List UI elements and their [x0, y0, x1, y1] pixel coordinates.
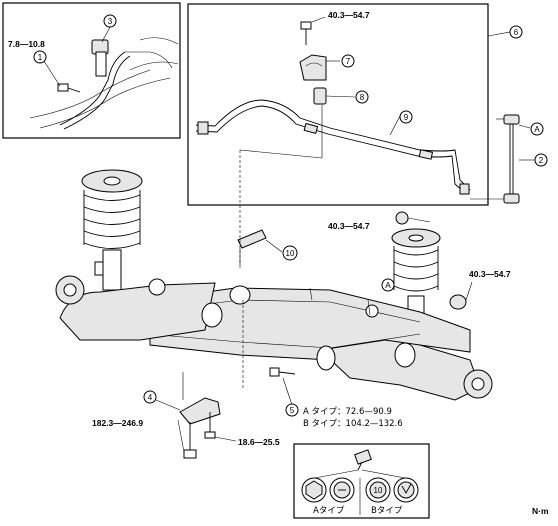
torque-label-bracket-bolt: 40.3—54.7 — [328, 10, 370, 20]
a-type-label: Aタイプ — [313, 506, 345, 516]
svg-text:10: 10 — [374, 486, 383, 495]
a-type-head-dash — [329, 477, 355, 503]
crossmember-bolt-5 — [269, 367, 296, 406]
svg-text:7: 7 — [346, 57, 351, 66]
bracket-4 — [155, 397, 237, 459]
svg-text:A: A — [385, 281, 391, 290]
callout-10: 10 — [282, 245, 298, 261]
svg-text:1: 1 — [38, 53, 43, 62]
torque-label-hose-bolt: 7.8—10.8 — [8, 39, 45, 49]
svg-text:9: 9 — [404, 113, 409, 122]
bolt-spec-a: A タイプ：72.6—90.9 — [303, 407, 392, 417]
callout-2: 2 — [534, 153, 548, 167]
callout-3: 3 — [103, 14, 117, 28]
torque-label-bracket-short-bolt: 18.6—25.5 — [238, 437, 280, 447]
connector-a-lower: A — [381, 278, 395, 292]
svg-text:2: 2 — [539, 156, 544, 165]
callout-5: 5 — [285, 403, 299, 417]
svg-text:8: 8 — [360, 93, 365, 102]
torque-label-strut-nut: 40.3—54.7 — [469, 269, 511, 279]
svg-text:4: 4 — [148, 393, 153, 402]
callout-9: 9 — [399, 110, 413, 124]
link-nut — [395, 211, 431, 225]
torque-label-bracket-long-bolt: 182.3—246.9 — [92, 418, 143, 428]
stopper-part — [237, 229, 283, 265]
b-type-label: Bタイプ — [371, 506, 403, 516]
b-type-head-10: 10 — [365, 477, 391, 503]
callout-8: 8 — [355, 90, 369, 104]
stabilizer-bar-box — [187, 3, 511, 206]
connector-a-upper: A — [530, 122, 544, 136]
svg-text:A: A — [534, 125, 540, 134]
torque-label-link-nut: 40.3—54.7 — [328, 221, 370, 231]
b-type-head-check — [393, 477, 419, 503]
svg-text:6: 6 — [514, 28, 519, 37]
callout-7: 7 — [341, 54, 355, 68]
unit-label: N·m — [532, 506, 549, 516]
svg-text:5: 5 — [290, 406, 295, 415]
svg-text:3: 3 — [108, 17, 113, 26]
crossmember — [55, 275, 493, 401]
hose-bracket-inset — [2, 2, 181, 139]
callout-4: 4 — [143, 390, 157, 404]
callout-1: 1 — [33, 50, 47, 64]
stabilizer-link — [470, 114, 535, 204]
svg-text:10: 10 — [286, 249, 295, 258]
left-strut-assembly — [81, 169, 143, 291]
bolt-type-inset: 10 — [293, 443, 430, 519]
a-type-head-plain — [301, 477, 327, 503]
bolt-spec-b: B タイプ：104.2—132.6 — [303, 419, 403, 429]
callout-6: 6 — [509, 25, 523, 39]
